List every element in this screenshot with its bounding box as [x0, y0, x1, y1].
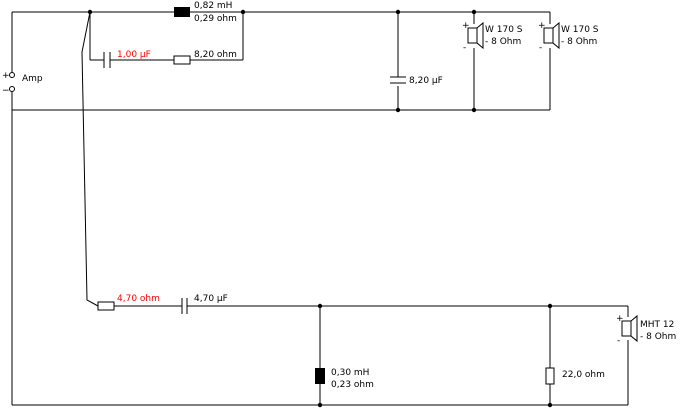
woofer-1-name: W 170 S: [485, 25, 523, 35]
r3-value: 22,0 ohm: [562, 370, 605, 380]
junction-dot: [395, 9, 401, 15]
capacitor-c2: 8,20 µF: [390, 76, 443, 86]
junction-dot: [317, 402, 323, 408]
r2-value: 4,70 ohm: [117, 294, 160, 304]
l2-resistance: 0,23 ohm: [331, 380, 374, 390]
junction-dot: [547, 402, 553, 408]
woofer-2-minus: -: [539, 43, 542, 53]
l1-resistance: 0,29 ohm: [194, 14, 237, 24]
woofer-1-minus: -: [463, 43, 466, 53]
capacitor-c1: 1,00 µF: [103, 50, 151, 68]
junction-dot: [87, 9, 93, 15]
junction-dot: [471, 9, 477, 15]
l1-inductance: 0,82 mH: [194, 1, 232, 11]
junction-dot: [471, 107, 477, 113]
tweeter-name: MHT 12: [640, 320, 674, 330]
l2-inductance: 0,30 mH: [331, 368, 369, 378]
wires: [11, 11, 629, 406]
junction-dot: [317, 303, 323, 309]
woofer-2-plus: +: [538, 21, 546, 31]
resistor-r1: 8,20 ohm: [173, 50, 237, 65]
inductor-l2: 0,30 mH 0,23 ohm: [315, 368, 374, 390]
amp-terminals: + − Amp: [2, 71, 43, 96]
woofer-1-plus: +: [462, 21, 470, 31]
junction-dot: [240, 9, 246, 15]
r1-value: 8,20 ohm: [194, 50, 237, 60]
tweeter-impedance: - 8 Ohm: [640, 332, 676, 342]
woofer-2-impedance: - 8 Ohm: [561, 37, 597, 47]
capacitor-c3: 4,70 µF: [181, 294, 228, 314]
woofer-1-speaker: + - W 170 S - 8 Ohm: [462, 21, 523, 53]
amp-minus-sign: −: [2, 86, 10, 96]
amp-label: Amp: [22, 74, 43, 84]
junction-dots: [87, 9, 553, 408]
c1-value: 1,00 µF: [117, 50, 151, 60]
woofer-2-speaker: + - W 170 S - 8 Ohm: [538, 21, 599, 53]
amp-plus-sign: +: [2, 71, 10, 81]
junction-dot: [395, 107, 401, 113]
tweeter-minus: -: [617, 336, 620, 346]
woofer-1-impedance: - 8 Ohm: [485, 37, 521, 47]
c3-value: 4,70 µF: [194, 294, 228, 304]
junction-dot: [547, 303, 553, 309]
resistor-r3: 22,0 ohm: [545, 367, 605, 385]
tweeter-plus: +: [616, 314, 624, 324]
resistor-r2: 4,70 ohm: [97, 294, 160, 311]
inductor-l1: 0,82 mH 0,29 ohm: [174, 1, 237, 24]
woofer-2-name: W 170 S: [561, 25, 599, 35]
c2-value: 8,20 µF: [409, 76, 443, 86]
tweeter-speaker: + - MHT 12 - 8 Ohm: [616, 314, 676, 346]
